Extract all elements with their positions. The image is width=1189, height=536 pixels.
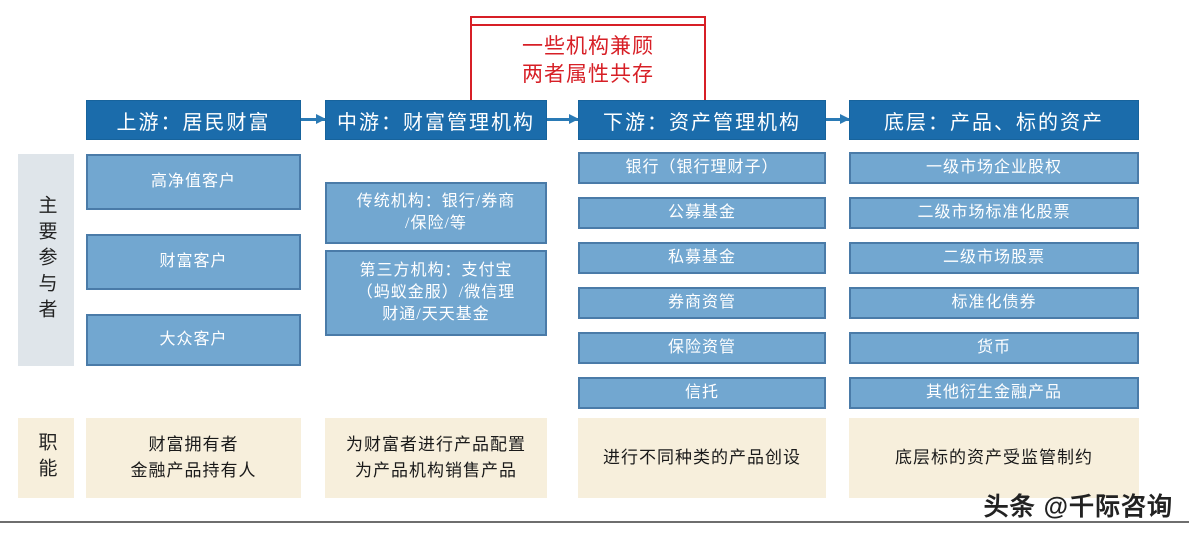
item-box[interactable]: 信托 xyxy=(578,377,826,409)
item-box[interactable]: 货币 xyxy=(849,332,1139,364)
stage-header-underlying[interactable]: 底层：产品、标的资产 xyxy=(849,100,1139,140)
function-cell: 底层标的资产受监管制约 xyxy=(849,418,1139,498)
item-box[interactable]: 二级市场股票 xyxy=(849,242,1139,274)
stage-header-upstream[interactable]: 上游：居民财富 xyxy=(86,100,301,140)
item-box[interactable]: 一级市场企业股权 xyxy=(849,152,1139,184)
arrowhead-icon xyxy=(316,114,326,124)
row-label-participants-text: 主要参与者 xyxy=(35,195,57,325)
row-label-function-text: 职能 xyxy=(35,432,57,484)
item-box[interactable]: 二级市场标准化股票 xyxy=(849,197,1139,229)
item-box[interactable]: 大众客户 xyxy=(86,314,301,366)
function-cell: 为财富者进行产品配置 为产品机构销售产品 xyxy=(325,418,547,498)
item-box[interactable]: 第三方机构：支付宝 （蚂蚁金服）/微信理 财通/天天基金 xyxy=(325,250,547,336)
annotation-text: 一些机构兼顾 两者属性共存 xyxy=(522,34,654,86)
watermark-text: 头条 @千际咨询 xyxy=(983,493,1173,521)
item-box[interactable]: 私募基金 xyxy=(578,242,826,274)
item-box[interactable]: 券商资管 xyxy=(578,287,826,319)
item-box[interactable]: 银行（银行理财子） xyxy=(578,152,826,184)
annotation-callout: 一些机构兼顾 两者属性共存 xyxy=(470,16,706,106)
stage-header-midstream[interactable]: 中游：财富管理机构 xyxy=(325,100,547,140)
arrow-icon-midstream-to-downstream xyxy=(547,114,579,124)
function-cell: 进行不同种类的产品创设 xyxy=(578,418,826,498)
item-box[interactable]: 其他衍生金融产品 xyxy=(849,377,1139,409)
function-cell: 财富拥有者 金融产品持有人 xyxy=(86,418,301,498)
row-label-function: 职能 xyxy=(18,418,74,498)
arrowhead-icon xyxy=(569,114,579,124)
item-box[interactable]: 高净值客户 xyxy=(86,154,301,210)
item-box[interactable]: 标准化债券 xyxy=(849,287,1139,319)
annotation-inner-line xyxy=(472,24,704,26)
item-box[interactable]: 保险资管 xyxy=(578,332,826,364)
arrow-icon-downstream-to-underlying xyxy=(826,114,850,124)
arrowhead-icon xyxy=(840,114,850,124)
row-label-participants: 主要参与者 xyxy=(18,154,74,366)
stage-header-downstream[interactable]: 下游：资产管理机构 xyxy=(578,100,826,140)
item-box[interactable]: 公募基金 xyxy=(578,197,826,229)
arrow-icon-upstream-to-midstream xyxy=(301,114,326,124)
footer-divider xyxy=(0,521,1189,523)
item-box[interactable]: 传统机构：银行/券商 /保险/等 xyxy=(325,182,547,244)
item-box[interactable]: 财富客户 xyxy=(86,234,301,290)
